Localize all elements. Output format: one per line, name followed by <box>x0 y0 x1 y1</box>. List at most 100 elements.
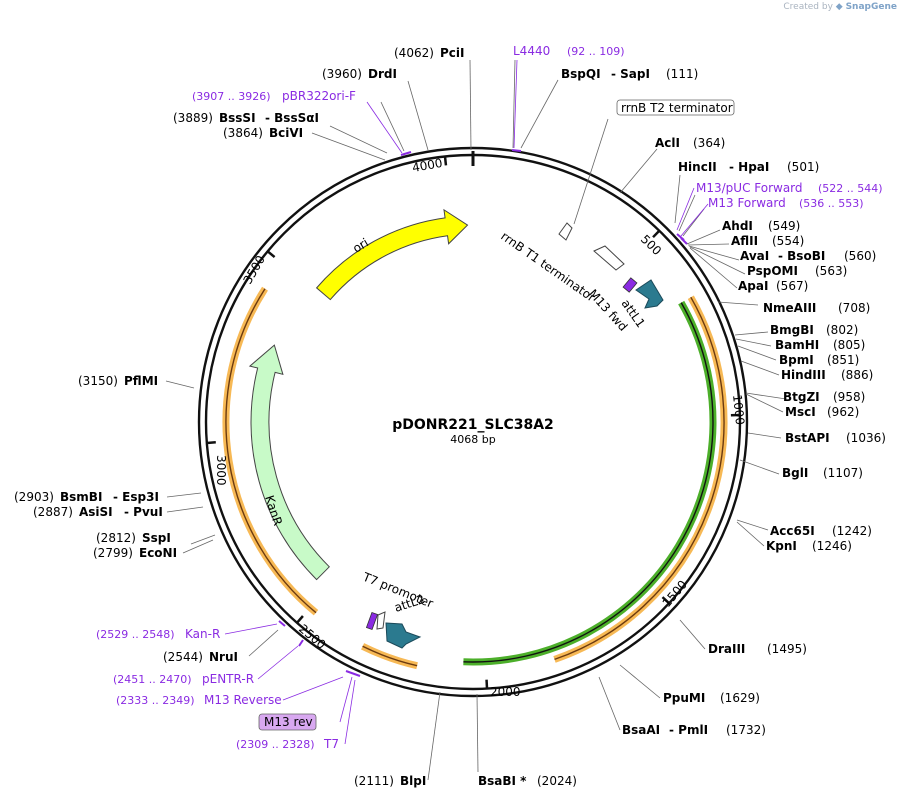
orange-band-bottom-core <box>362 645 418 667</box>
m13-reverse-ring-mark <box>345 670 361 677</box>
site-drdi-pos: (3960) <box>322 67 362 81</box>
site-ppumi-name: PpuMI <box>663 691 705 705</box>
primer-pentr-range: (2451 .. 2470) <box>113 673 192 686</box>
site-acc65i-name: Acc65I <box>770 524 815 538</box>
site-pcii-pos: (4062) <box>394 46 434 60</box>
primer-l4440-range: (92 .. 109) <box>567 45 625 58</box>
site-bspqi-pos: (111) <box>666 67 698 81</box>
site-bpmi-name: BpmI <box>779 353 814 367</box>
site-econi-name: EcoNI <box>139 546 177 560</box>
site-acli-name: AclI <box>655 136 680 150</box>
site-asisi-pos: (2887) <box>33 505 73 519</box>
site-avai-pos: (560) <box>844 249 876 263</box>
primer-m13fwd-range: (536 .. 553) <box>799 197 864 210</box>
site-pspomi-name: PspOMI <box>747 264 798 278</box>
backbone-outer-ring <box>197 146 749 698</box>
ori-feature-arrow[interactable] <box>315 208 469 301</box>
site-bmgbi-pos: (802) <box>826 323 858 337</box>
site-avai-name: AvaI <box>740 249 769 263</box>
site-apai-pos: (567) <box>776 279 808 293</box>
plasmid-length: 4068 bp <box>450 433 495 446</box>
site-hindiii-pos: (886) <box>841 368 873 382</box>
tick-mark-4000 <box>443 156 448 166</box>
m13-fwd-primer-mark[interactable] <box>622 277 638 293</box>
m13-rev-label: M13 rev <box>264 715 313 729</box>
site-bsmbi-pos: (2903) <box>14 490 54 504</box>
site-drdi-name: DrdI <box>368 67 397 81</box>
site-bsaai-alt: - PmlI <box>669 723 708 737</box>
tick-label-500: 500 <box>638 232 664 258</box>
site-draiii-name: DraIII <box>708 642 745 656</box>
attl1-feature-arrow[interactable] <box>635 279 664 309</box>
site-avai-alt: - BsoBI <box>778 249 825 263</box>
kanr-feature-arrow[interactable] <box>248 344 331 581</box>
site-kpni-name: KpnI <box>766 539 797 553</box>
site-pspomi-pos: (563) <box>815 264 847 278</box>
site-labels: (4062) PciI (3960) DrdI (3889) BssSI - B… <box>14 46 886 788</box>
site-draiii-pos: (1495) <box>767 642 807 656</box>
site-bsmbi-name: BsmBI <box>60 490 102 504</box>
site-bgli-name: BglI <box>782 466 808 480</box>
primer-ring-marks <box>278 149 688 677</box>
primer-t7-range: (2309 .. 2328) <box>236 738 315 751</box>
site-bsssi-pos: (3889) <box>173 111 213 125</box>
primer-m13fwd-name: M13 Forward <box>708 196 786 210</box>
site-apai-name: ApaI <box>738 279 768 293</box>
site-hincii-pos: (501) <box>787 160 819 174</box>
snapgene-logo-icon: ◆ <box>835 2 843 12</box>
rrnb-t2-terminator-arrow[interactable] <box>558 222 573 241</box>
site-bpmi-pos: (851) <box>827 353 859 367</box>
rrnb-t2-terminator-box: rrnB T2 terminator <box>616 99 735 116</box>
site-bmgbi-name: BmgBI <box>770 323 814 337</box>
site-pflmi-name: PflMI <box>124 374 158 388</box>
site-bcivi-pos: (3864) <box>223 126 263 140</box>
tick-mark-3000 <box>206 441 216 445</box>
primer-kanr-name: Kan-R <box>185 627 220 641</box>
credit-brand: SnapGene <box>845 2 897 12</box>
site-bsabi-pos: (2024) <box>537 774 577 788</box>
site-ahdi-name: AhdI <box>722 219 753 233</box>
site-hincii-alt: - HpaI <box>729 160 769 174</box>
site-kpni-pos: (1246) <box>812 539 852 553</box>
pbr322ori-ring-mark <box>400 151 412 156</box>
rrnb-t1-terminator-arrow[interactable] <box>593 245 625 271</box>
tick-marks <box>206 156 740 689</box>
site-nmeaiii-name: NmeAIII <box>763 301 816 315</box>
m13-forward-ring-mark <box>680 237 688 245</box>
site-aflii-name: AflII <box>731 234 758 248</box>
tick-label-1000: 1000 <box>730 394 747 426</box>
orange-band-right <box>553 295 728 663</box>
site-bsaai-pos: (1732) <box>726 723 766 737</box>
primer-m13rev-range: (2333 .. 2349) <box>116 694 195 707</box>
m13-rev-box: M13 rev <box>258 713 317 731</box>
site-blpi-name: BlpI <box>400 774 426 788</box>
attl2-feature-arrow[interactable] <box>385 622 422 649</box>
site-btgzi-pos: (958) <box>833 390 865 404</box>
created-by-credit: Created by ◆ SnapGene <box>783 2 897 12</box>
site-msci-pos: (962) <box>827 405 859 419</box>
primer-pentr-name: pENTR-R <box>202 672 254 686</box>
rrnb-t1-terminator-label: rrnB T1 terminator <box>498 229 598 305</box>
tick-mark-1500 <box>661 596 670 605</box>
t7-primer-mark[interactable] <box>365 611 379 631</box>
l4440-ring-mark <box>511 149 522 152</box>
site-sspi-pos: (2812) <box>96 531 136 545</box>
site-nmeaiii-pos: (708) <box>838 301 870 315</box>
primer-pbr322ori-range: (3907 .. 3926) <box>192 90 271 103</box>
tick-label-3000: 3000 <box>214 455 228 486</box>
site-bsssi-name: BssSI <box>219 111 256 125</box>
site-econi-pos: (2799) <box>93 546 133 560</box>
site-acli-pos: (364) <box>693 136 725 150</box>
primer-pbr322ori-name: pBR322ori-F <box>282 89 356 103</box>
site-aflii-pos: (554) <box>772 234 804 248</box>
t7-promoter-arrow[interactable] <box>376 611 386 630</box>
site-bsabi-name: BsaBI * <box>478 774 527 788</box>
primer-l4440-name: L4440 <box>513 44 550 58</box>
site-bsmbi-alt: - Esp3I <box>113 490 159 504</box>
site-bspqi-alt: - SapI <box>611 67 650 81</box>
tick-mark-3500 <box>266 250 276 259</box>
site-bamhi-name: BamHI <box>775 338 819 352</box>
site-btgzi-name: BtgZI <box>783 390 820 404</box>
site-bamhi-pos: (805) <box>833 338 865 352</box>
